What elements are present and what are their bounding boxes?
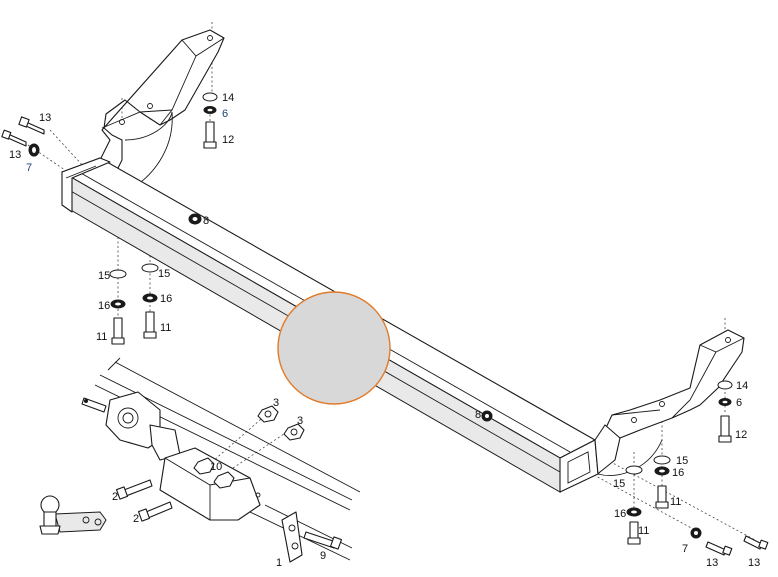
label-15-left-b: 15	[158, 268, 170, 280]
detail-callout-circle	[277, 291, 391, 405]
label-3-upper: 3	[273, 397, 279, 409]
label-6-top: 6	[222, 108, 228, 120]
label-12-right: 12	[735, 429, 747, 441]
right-mounting-bracket	[594, 329, 745, 476]
label-15-left-a: 15	[98, 270, 110, 282]
label-14-top: 14	[222, 92, 234, 104]
label-13-left: 13	[9, 149, 21, 161]
label-11-right-b: 11	[638, 525, 649, 537]
label-3-lower: 3	[297, 415, 303, 427]
label-14-right: 14	[736, 380, 748, 392]
label-10: 10	[210, 461, 222, 473]
part-labels: 13 13 7 14 6 12 8 15 15 16 16 11 11 8 14…	[9, 92, 760, 569]
label-9: 9	[320, 550, 326, 562]
label-16-right-b: 16	[614, 508, 626, 520]
label-16-right-a: 16	[672, 467, 684, 479]
label-16-left-a: 16	[98, 300, 110, 312]
label-15-right-a: 15	[676, 455, 688, 467]
vehicle-chassis-detail	[39, 357, 361, 563]
label-11-left-a: 11	[96, 331, 107, 343]
label-16-left-b: 16	[160, 293, 172, 305]
label-2-lower: 2	[133, 513, 139, 525]
label-13-top: 13	[39, 112, 51, 124]
label-6-right: 6	[736, 397, 742, 409]
label-15-right-b: 15	[613, 478, 625, 490]
label-11-right-a: 11	[670, 496, 681, 508]
label-13-right-b: 13	[748, 557, 760, 569]
label-13-right-a: 13	[706, 557, 718, 569]
label-2-upper: 2	[112, 491, 118, 503]
right-hardware	[481, 380, 769, 556]
label-1: 1	[276, 557, 282, 569]
label-12-top: 12	[222, 134, 234, 146]
label-7-left: 7	[26, 162, 32, 174]
label-7-right: 7	[682, 543, 688, 555]
label-8-right: 8	[475, 409, 481, 421]
label-11-left-b: 11	[160, 322, 171, 334]
left-hardware	[1, 92, 218, 345]
label-8-left: 8	[203, 215, 209, 227]
